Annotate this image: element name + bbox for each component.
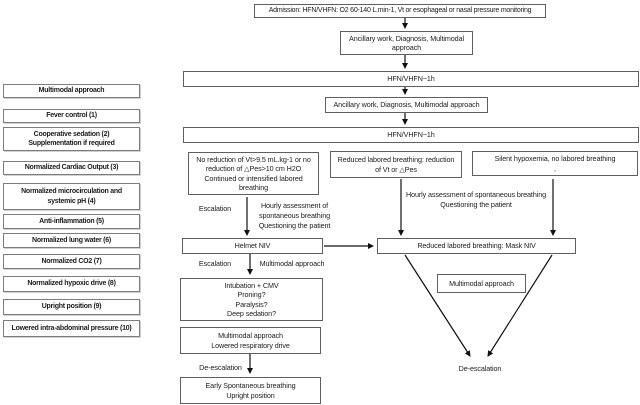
box-reduced-labored-breathing: Reduced labored breathing: reduction of … [330,151,462,178]
label-deescalation-left: De-escalation [199,363,242,372]
sidebar-item-intra-abdominal-pressure: Lowered intra-abdominal pressure (10) [3,320,140,337]
sidebar-item-microcirculation: Normalized microcirculation and systemic… [3,183,140,210]
box-mask-niv: Reduced labored breathing: Mask NIV [377,238,576,254]
sidebar-item-multimodal-approach: Multimodal approach [3,84,140,98]
sidebar-item-upright-position: Upright position (9) [3,299,140,315]
arrow-mask-to-deescalation-right [487,254,553,357]
label-hourly-assessment-left: Hourly assessment of spontaneous breathi… [258,201,331,231]
box-multimodal-approach-right: Multimodal approach [437,274,526,293]
box-helmet-niv: Helmet NIV [182,238,323,254]
box-admission: Admission: HFN/VHFN: O2 60-140 L.min-1, … [254,4,546,18]
label-escalation-1: Escalation [198,204,232,213]
label-hourly-assessment-right: Hourly assessment of spontaneous breathi… [405,190,547,210]
box-ancillary-work-2: Ancillary work, Diagnosis, Multimodal ap… [325,97,488,113]
box-hfn-vhfn-1: HFN/VHFN~1h [183,71,639,87]
box-multimodal-lowered-drive: Multimodal approach Lowered respiratory … [180,327,321,354]
sidebar-item-cooperative-sedation: Cooperative sedation (2) Supplementation… [3,127,140,151]
sidebar-item-cardiac-output: Normalized Cardiac Output (3) [3,161,140,175]
sidebar-item-lung-water: Normalized lung water (6) [3,233,140,248]
sidebar-item-hypoxic-drive: Normalized hypoxic drive (8) [3,276,140,292]
label-multimodal-approach-mid: Multimodal approach [259,259,325,268]
sidebar-item-anti-inflammation: Anti-inflammation (5) [3,214,140,229]
sidebar-item-co2: Normalized CO2 (7) [3,254,140,269]
box-early-spontaneous-breathing: Early Spontaneous breathing Upright posi… [180,377,321,404]
label-deescalation-right: De-escalation [458,364,502,373]
sidebar-item-fever-control: Fever control (1) [3,109,140,123]
box-no-reduction-vt: No reduction of Vt>9.5 mL.kg-1 or no red… [188,152,319,195]
label-escalation-2: Escalation [198,259,232,268]
box-silent-hypoxemia: Silent hypoxemia, no labored breathing , [472,151,638,176]
box-hfn-vhfn-2: HFN/VHFN~1h [183,127,639,143]
arrow-mask-to-deescalation-left [404,254,471,357]
box-ancillary-work-1: Ancillary work, Diagnosis, Multimodal ap… [340,31,473,55]
box-intubation-cmv: Intubation + CMV Proning? Paralysis? Dee… [180,278,323,321]
